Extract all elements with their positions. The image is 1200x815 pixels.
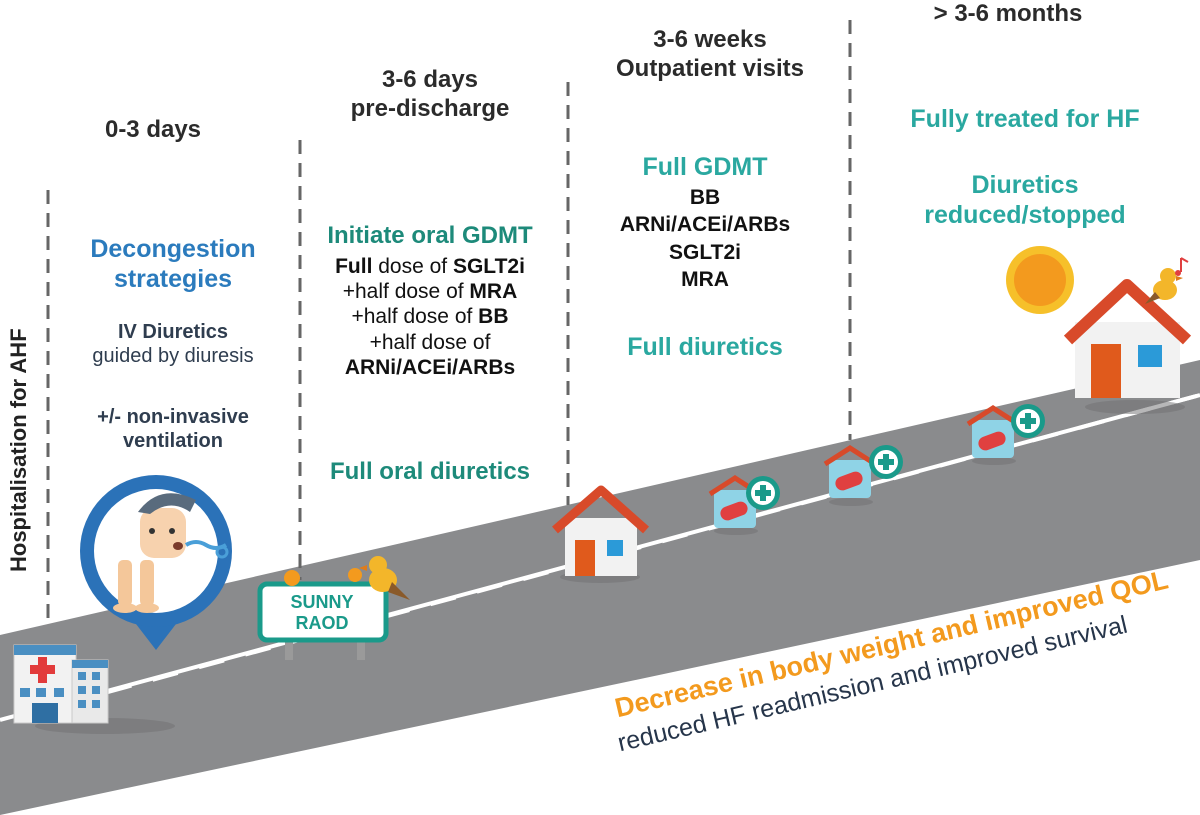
road-sign-line2: RAOD: [295, 612, 349, 633]
dose-line-2: +half dose of MRA: [305, 279, 555, 304]
diuretics-reduced-line2: reduced/stopped: [924, 201, 1126, 229]
gdmt-item-1: BB: [689, 186, 721, 209]
dose-line-5: ARNi/ACEi/ARBs: [344, 355, 516, 379]
initiate-gdmt-title: Initiate oral GDMT: [327, 222, 533, 249]
phase-4-heading: > 3-6 months: [933, 0, 1083, 27]
pharmacy-pill-icon: [708, 475, 780, 535]
fully-treated: Fully treated for HF: [910, 105, 1140, 133]
diuretics-reduced-line1: Diuretics: [971, 171, 1079, 199]
house-icon-2: [1063, 279, 1192, 414]
pharmacy-pill-icon-2: [823, 445, 903, 506]
dose-line-1: Full dose of SGLT2i: [305, 254, 555, 279]
phase-1-heading: 0-3 days: [104, 116, 202, 143]
decongestion-title: Decongestion strategies: [63, 234, 283, 294]
gdmt-item-4: MRA: [681, 267, 729, 291]
phase-2-heading-line2: pre-discharge: [350, 94, 510, 122]
decongestion-title-line1: Decongestion: [90, 235, 256, 263]
diuretics-reduced: Diuretics reduced/stopped: [880, 170, 1170, 230]
dose-line-1-c: SGLT2i: [452, 255, 525, 278]
phase-2-heading: 3-6 days pre-discharge: [330, 66, 530, 124]
gdmt-dose-list: Full dose of SGLT2i +half dose of MRA +h…: [305, 254, 555, 380]
phase-3-heading-line1: 3-6 weeks: [653, 26, 767, 53]
road-sign-line1: SUNNY: [290, 592, 354, 612]
full-gdmt-list: BB ARNi/ACEi/ARBs SGLT2i MRA: [590, 184, 820, 293]
road-sign-icon: [257, 568, 389, 660]
dose-line-1-b: dose of: [372, 255, 453, 278]
dose-line-3-a: +half dose of: [351, 305, 479, 329]
bird-icon: [359, 556, 410, 600]
full-gdmt-title: Full GDMT: [642, 153, 768, 181]
dose-line-4: +half dose of: [369, 330, 491, 354]
iv-diuretics: IV Diuretics guided by diuresis: [60, 320, 286, 368]
hospitalisation-label: Hospitalisation for AHF: [6, 328, 31, 572]
phase-3-heading: 3-6 weeks Outpatient visits: [600, 26, 820, 84]
dose-line-2-b: MRA: [469, 280, 518, 304]
gdmt-item-3: SGLT2i: [669, 240, 741, 264]
pharmacy-pill-icon-3: [966, 404, 1045, 465]
dose-line-2-a: +half dose of: [342, 280, 470, 304]
dose-line-1-a: Full: [335, 255, 373, 278]
ventilation-line2: ventilation: [122, 430, 223, 452]
ventilation-line1: +/- non-invasive: [97, 406, 249, 428]
dose-line-3: +half dose of BB: [305, 304, 555, 329]
decongestion-title-line2: strategies: [113, 265, 233, 293]
bird-icon-2: [1145, 268, 1183, 304]
gdmt-item-2: ARNi/ACEi/ARBs: [619, 213, 791, 237]
dose-line-3-b: BB: [478, 305, 509, 329]
patient-breathless-icon: [80, 475, 232, 650]
house-icon: [552, 485, 649, 583]
phase-2-heading-line1: 3-6 days: [381, 66, 479, 93]
iv-diuretics-bold: IV Diuretics: [117, 321, 229, 343]
iv-diuretics-detail: guided by diuresis: [92, 345, 254, 367]
sun-icon: [1006, 246, 1074, 314]
road-sign-text: SUNNY RAOD: [262, 592, 382, 633]
hospital-icon: [13, 644, 175, 734]
phase-3-heading-line2: Outpatient visits: [615, 54, 805, 82]
ventilation: +/- non-invasive ventilation: [60, 405, 286, 453]
full-oral-diuretics: Full oral diuretics: [329, 458, 531, 485]
road: [0, 360, 1200, 815]
music-note-icon: [1175, 257, 1189, 276]
full-diuretics: Full diuretics: [627, 333, 783, 361]
